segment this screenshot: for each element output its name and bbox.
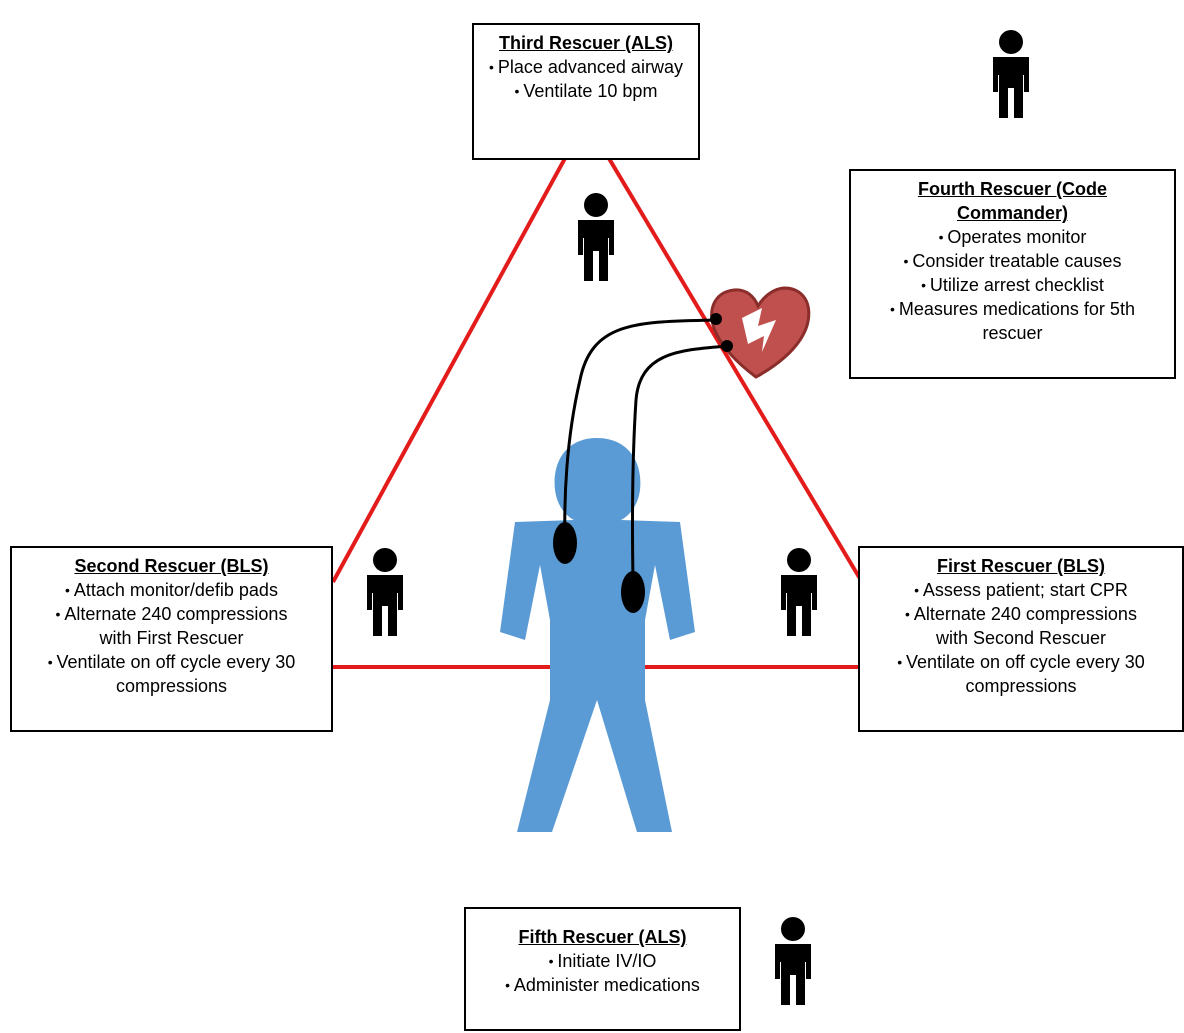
person-icon: [775, 917, 811, 1005]
defib-pad-left: [553, 522, 577, 564]
second-rescuer-item: Ventilate on off cycle every 30: [16, 650, 327, 674]
patient-figure: [500, 438, 695, 832]
fourth-rescuer-item: Operates monitor: [855, 225, 1170, 249]
first-rescuer-box: First Rescuer (BLS) Assess patient; star…: [858, 546, 1184, 732]
lead-connector-bottom: [721, 340, 733, 352]
second-rescuer-title: Second Rescuer (BLS): [74, 556, 269, 576]
person-icon: [781, 548, 817, 636]
second-rescuer-box: Second Rescuer (BLS) Attach monitor/defi…: [10, 546, 333, 732]
person-icon: [578, 193, 614, 281]
lead-connector-top: [710, 313, 722, 325]
third-rescuer-box: Third Rescuer (ALS) Place advanced airwa…: [472, 23, 700, 160]
third-rescuer-item: Place advanced airway: [478, 55, 694, 79]
first-rescuer-title: First Rescuer (BLS): [936, 556, 1106, 576]
first-rescuer-item-continued: compressions: [965, 676, 1077, 696]
fifth-rescuer-title: Fifth Rescuer (ALS): [518, 927, 687, 947]
first-rescuer-item: Ventilate on off cycle every 30: [864, 650, 1178, 674]
fourth-rescuer-item-continued: rescuer: [982, 323, 1043, 343]
fourth-rescuer-item: Measures medications for 5th: [855, 297, 1170, 321]
third-rescuer-item: Ventilate 10 bpm: [478, 79, 694, 103]
first-rescuer-item: Assess patient; start CPR: [864, 578, 1178, 602]
fifth-rescuer-item: Administer medications: [470, 973, 735, 997]
first-rescuer-item: Alternate 240 compressions: [864, 602, 1178, 626]
defibrillator-leads: [563, 318, 728, 581]
fourth-rescuer-item: Consider treatable causes: [855, 249, 1170, 273]
fifth-rescuer-box: Fifth Rescuer (ALS) Initiate IV/IO Admin…: [464, 907, 741, 1031]
fifth-rescuer-item: Initiate IV/IO: [470, 949, 735, 973]
second-rescuer-item-continued: with First Rescuer: [99, 628, 244, 648]
person-icon: [367, 548, 403, 636]
fourth-rescuer-item: Utilize arrest checklist: [855, 273, 1170, 297]
fourth-rescuer-title-line1: Fourth Rescuer (Code: [917, 179, 1108, 199]
fourth-rescuer-box: Fourth Rescuer (Code Commander) Operates…: [849, 169, 1176, 379]
second-rescuer-item: Alternate 240 compressions: [16, 602, 327, 626]
heart-defibrillator-icon: [710, 286, 811, 379]
first-rescuer-item-continued: with Second Rescuer: [935, 628, 1107, 648]
second-rescuer-item: Attach monitor/defib pads: [16, 578, 327, 602]
defib-pad-right: [621, 571, 645, 613]
fourth-rescuer-title-line2: Commander): [956, 203, 1068, 223]
third-rescuer-title: Third Rescuer (ALS): [498, 33, 674, 53]
person-icon: [993, 30, 1029, 118]
second-rescuer-item-continued: compressions: [115, 676, 228, 696]
